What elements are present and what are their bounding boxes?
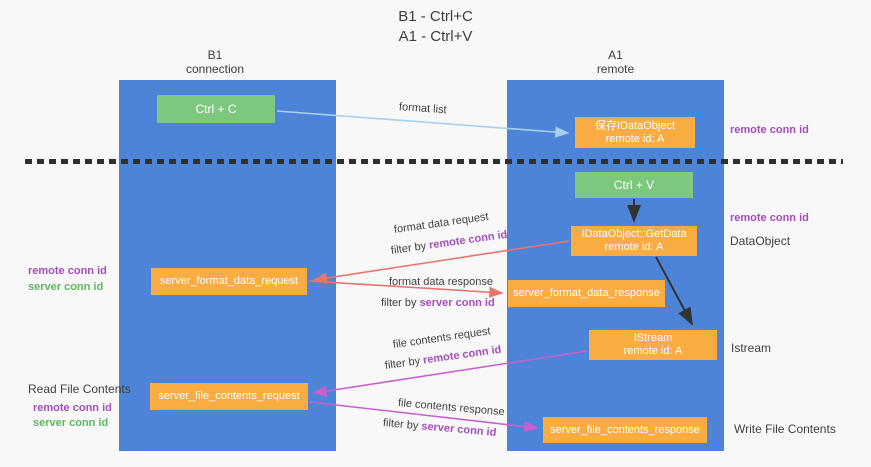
right-top-remote-conn-id-label: remote conn id — [730, 124, 809, 136]
left-lane-header: B1 connection — [119, 48, 311, 76]
ctrl-c-label: Ctrl + C — [195, 101, 237, 116]
filter-by-prefix: filter by — [384, 354, 424, 372]
diagram-title: B1 - Ctrl+C A1 - Ctrl+V — [0, 7, 871, 47]
getdata-line1: IDataObject::GetData — [581, 228, 687, 240]
save-idataobject-line2: remote id: A — [605, 132, 665, 145]
left-mid-remote-conn-id-label: remote conn id — [28, 265, 107, 277]
left-lane-role: connection — [185, 62, 245, 76]
server-format-data-response-label: server_format_data_response — [513, 287, 660, 299]
dataobject-label: DataObject — [730, 234, 791, 248]
server-file-contents-request-label: server_file_contents_request — [158, 390, 300, 402]
istream-line1: IStream — [633, 332, 673, 344]
remote-conn-id-key: remote conn id — [422, 343, 503, 367]
filter-by-prefix: filter by — [382, 417, 422, 433]
server-format-data-request-box: server_format_data_request — [151, 268, 307, 295]
file-contents-response-filter-label: filter by server conn id — [382, 417, 496, 439]
filter-by-prefix: filter by — [390, 239, 430, 257]
server-conn-id-key: server conn id — [419, 297, 495, 309]
save-idataobject-line1: 保存IDataObject — [594, 119, 676, 132]
getdata-line2: remote id: A — [604, 241, 664, 253]
right-lane-name: A1 — [608, 48, 623, 62]
format-data-response-filter-label: filter by server conn id — [381, 297, 495, 309]
ctrl-v-box: Ctrl + V — [575, 172, 693, 198]
istream-line2: remote id: A — [623, 345, 683, 357]
file-contents-response-label: file contents response — [397, 397, 506, 419]
write-file-contents-label: Write File Contents — [734, 422, 836, 436]
phase-separator-dashed-line — [25, 159, 843, 164]
right-mid-remote-conn-id-label: remote conn id — [730, 212, 809, 224]
title-line-2: A1 - Ctrl+V — [398, 28, 473, 45]
server-conn-id-key: server conn id — [420, 420, 497, 439]
ctrl-c-box: Ctrl + C — [157, 95, 275, 123]
format-data-response-label: format data response — [389, 276, 493, 288]
filter-by-prefix: filter by — [381, 297, 420, 309]
left-lane-name: B1 — [207, 48, 223, 62]
idataobject-getdata-box: IDataObject::GetData remote id: A — [571, 226, 697, 256]
save-idataobject-box: 保存IDataObject remote id: A — [575, 117, 695, 148]
right-lane-role: remote — [596, 62, 635, 76]
read-file-contents-label: Read File Contents — [28, 382, 131, 396]
remote-conn-id-key: remote conn id — [428, 228, 509, 252]
server-format-data-request-label: server_format_data_request — [159, 275, 299, 287]
istream-side-label: Istream — [731, 341, 772, 355]
server-format-data-response-box: server_format_data_response — [508, 280, 665, 307]
server-file-contents-response-label: server_file_contents_response — [550, 423, 700, 436]
right-lane-header: A1 remote — [507, 48, 724, 76]
title-line-1: B1 - Ctrl+C — [398, 8, 473, 25]
server-file-contents-response-box: server_file_contents_response — [543, 417, 707, 443]
left-bottom-server-conn-id-label: server conn id — [33, 417, 109, 429]
left-mid-server-conn-id-label: server conn id — [28, 281, 104, 293]
left-bottom-remote-conn-id-label: remote conn id — [33, 402, 112, 414]
server-file-contents-request-box: server_file_contents_request — [150, 383, 308, 410]
ctrl-v-label: Ctrl + V — [613, 177, 655, 192]
istream-box: IStream remote id: A — [589, 330, 717, 360]
format-list-label: format list — [398, 101, 447, 117]
